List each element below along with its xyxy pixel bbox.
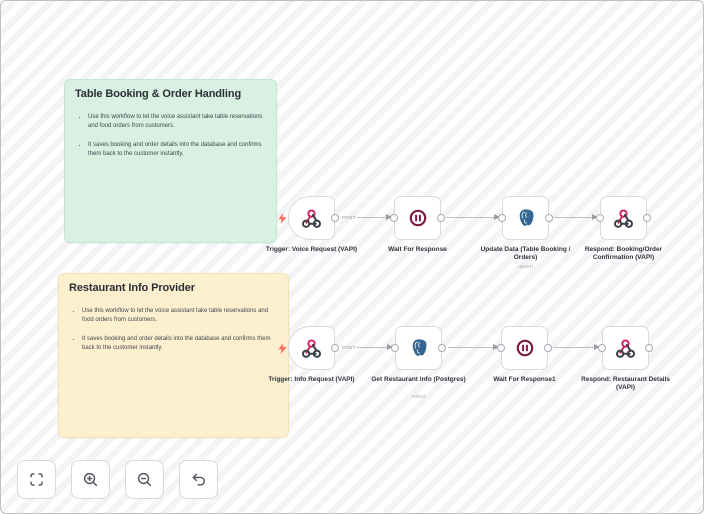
output-connector[interactable] (437, 343, 446, 352)
node-trigger-voice-request[interactable] (278, 196, 339, 240)
connection-line[interactable] (447, 216, 494, 218)
webhook-icon (301, 208, 322, 228)
canvas-controls (17, 460, 218, 499)
node-label: Trigger: Info Request (VAPI) (268, 375, 355, 383)
node-label: Respond: Restaurant Details (VAPI) (581, 375, 670, 392)
postgres-icon (412, 339, 426, 357)
connection-line[interactable] (448, 346, 493, 348)
output-connector[interactable] (644, 343, 653, 352)
connection-method-label: POST (342, 344, 356, 350)
connection-arrow-icon (386, 214, 392, 220)
node-label: Wait For Response1 (493, 375, 556, 383)
sticky-note-title: Table Booking & Order Handling (75, 88, 242, 100)
zoom-in-icon (83, 472, 98, 487)
node-operation-label: select (411, 393, 426, 400)
input-connector[interactable] (598, 343, 607, 352)
fit-view-button[interactable] (17, 460, 56, 499)
node-update-data-postgres[interactable] (498, 196, 553, 240)
sticky-bullet: Use this workflow to let the voice assis… (88, 113, 266, 130)
sticky-note-table-booking[interactable]: Table Booking & Order Handling Use this … (64, 79, 277, 243)
connection-arrow-icon (594, 344, 600, 350)
sticky-note-restaurant-info[interactable]: Restaurant Info Provider Use this workfl… (58, 273, 289, 438)
connection-arrow-icon (493, 344, 499, 350)
input-connector[interactable] (497, 343, 506, 352)
reset-zoom-button[interactable] (179, 460, 218, 499)
sticky-bullet: It saves booking and order details into … (88, 141, 266, 158)
zoom-in-button[interactable] (71, 460, 110, 499)
connection-line[interactable] (553, 346, 594, 348)
connection-arrow-icon (494, 214, 500, 220)
input-connector[interactable] (391, 343, 400, 352)
input-connector[interactable] (390, 213, 399, 222)
connection-arrow-icon (387, 344, 393, 350)
zoom-out-button[interactable] (125, 460, 164, 499)
lightning-trigger-icon (278, 342, 287, 354)
fit-view-icon (30, 473, 43, 486)
node-label: Update Data (Table Booking / Orders) (480, 245, 571, 262)
sticky-bullet: Use this workflow to let the voice assis… (82, 307, 278, 324)
output-connector[interactable] (543, 343, 552, 352)
node-operation-label: upsert (517, 263, 534, 270)
sticky-note-title: Restaurant Info Provider (69, 282, 195, 294)
connection-line[interactable] (357, 346, 387, 348)
connection-method-label: POST (342, 214, 356, 220)
node-trigger-info-request[interactable] (278, 326, 339, 370)
webhook-icon (613, 208, 634, 228)
node-respond-restaurant-details[interactable] (598, 326, 653, 370)
webhook-icon (301, 338, 322, 358)
webhook-icon (615, 338, 636, 358)
input-connector[interactable] (596, 213, 605, 222)
output-connector[interactable] (642, 213, 651, 222)
sticky-bullet: It saves booking and order details into … (82, 335, 278, 352)
output-connector[interactable] (330, 343, 339, 352)
output-connector[interactable] (436, 213, 445, 222)
pause-icon (409, 209, 426, 227)
output-connector[interactable] (330, 213, 339, 222)
node-label: Trigger: Voice Request (VAPI) (265, 245, 358, 253)
connection-line[interactable] (554, 216, 592, 218)
node-respond-booking-confirmation[interactable] (596, 196, 651, 240)
node-wait-for-response1[interactable] (497, 326, 552, 370)
input-connector[interactable] (498, 213, 507, 222)
sticky-note-bullets: Use this workflow to let the voice assis… (69, 307, 278, 352)
node-label: Respond: Booking/Order Confirmation (VAP… (584, 245, 663, 262)
node-get-restaurant-info-postgres[interactable] (391, 326, 446, 370)
sticky-note-bullets: Use this workflow to let the voice assis… (75, 113, 266, 158)
postgres-icon (519, 209, 533, 227)
connection-line[interactable] (357, 216, 386, 218)
zoom-out-icon (137, 472, 152, 487)
connection-arrow-icon (592, 214, 598, 220)
lightning-trigger-icon (278, 212, 287, 224)
node-wait-for-response[interactable] (390, 196, 445, 240)
pause-icon (516, 339, 533, 357)
node-label: Wait For Response (388, 245, 447, 253)
output-connector[interactable] (544, 213, 553, 222)
node-label: Get Restaurant Info (Postgres) (371, 375, 466, 383)
reset-icon (192, 473, 205, 486)
